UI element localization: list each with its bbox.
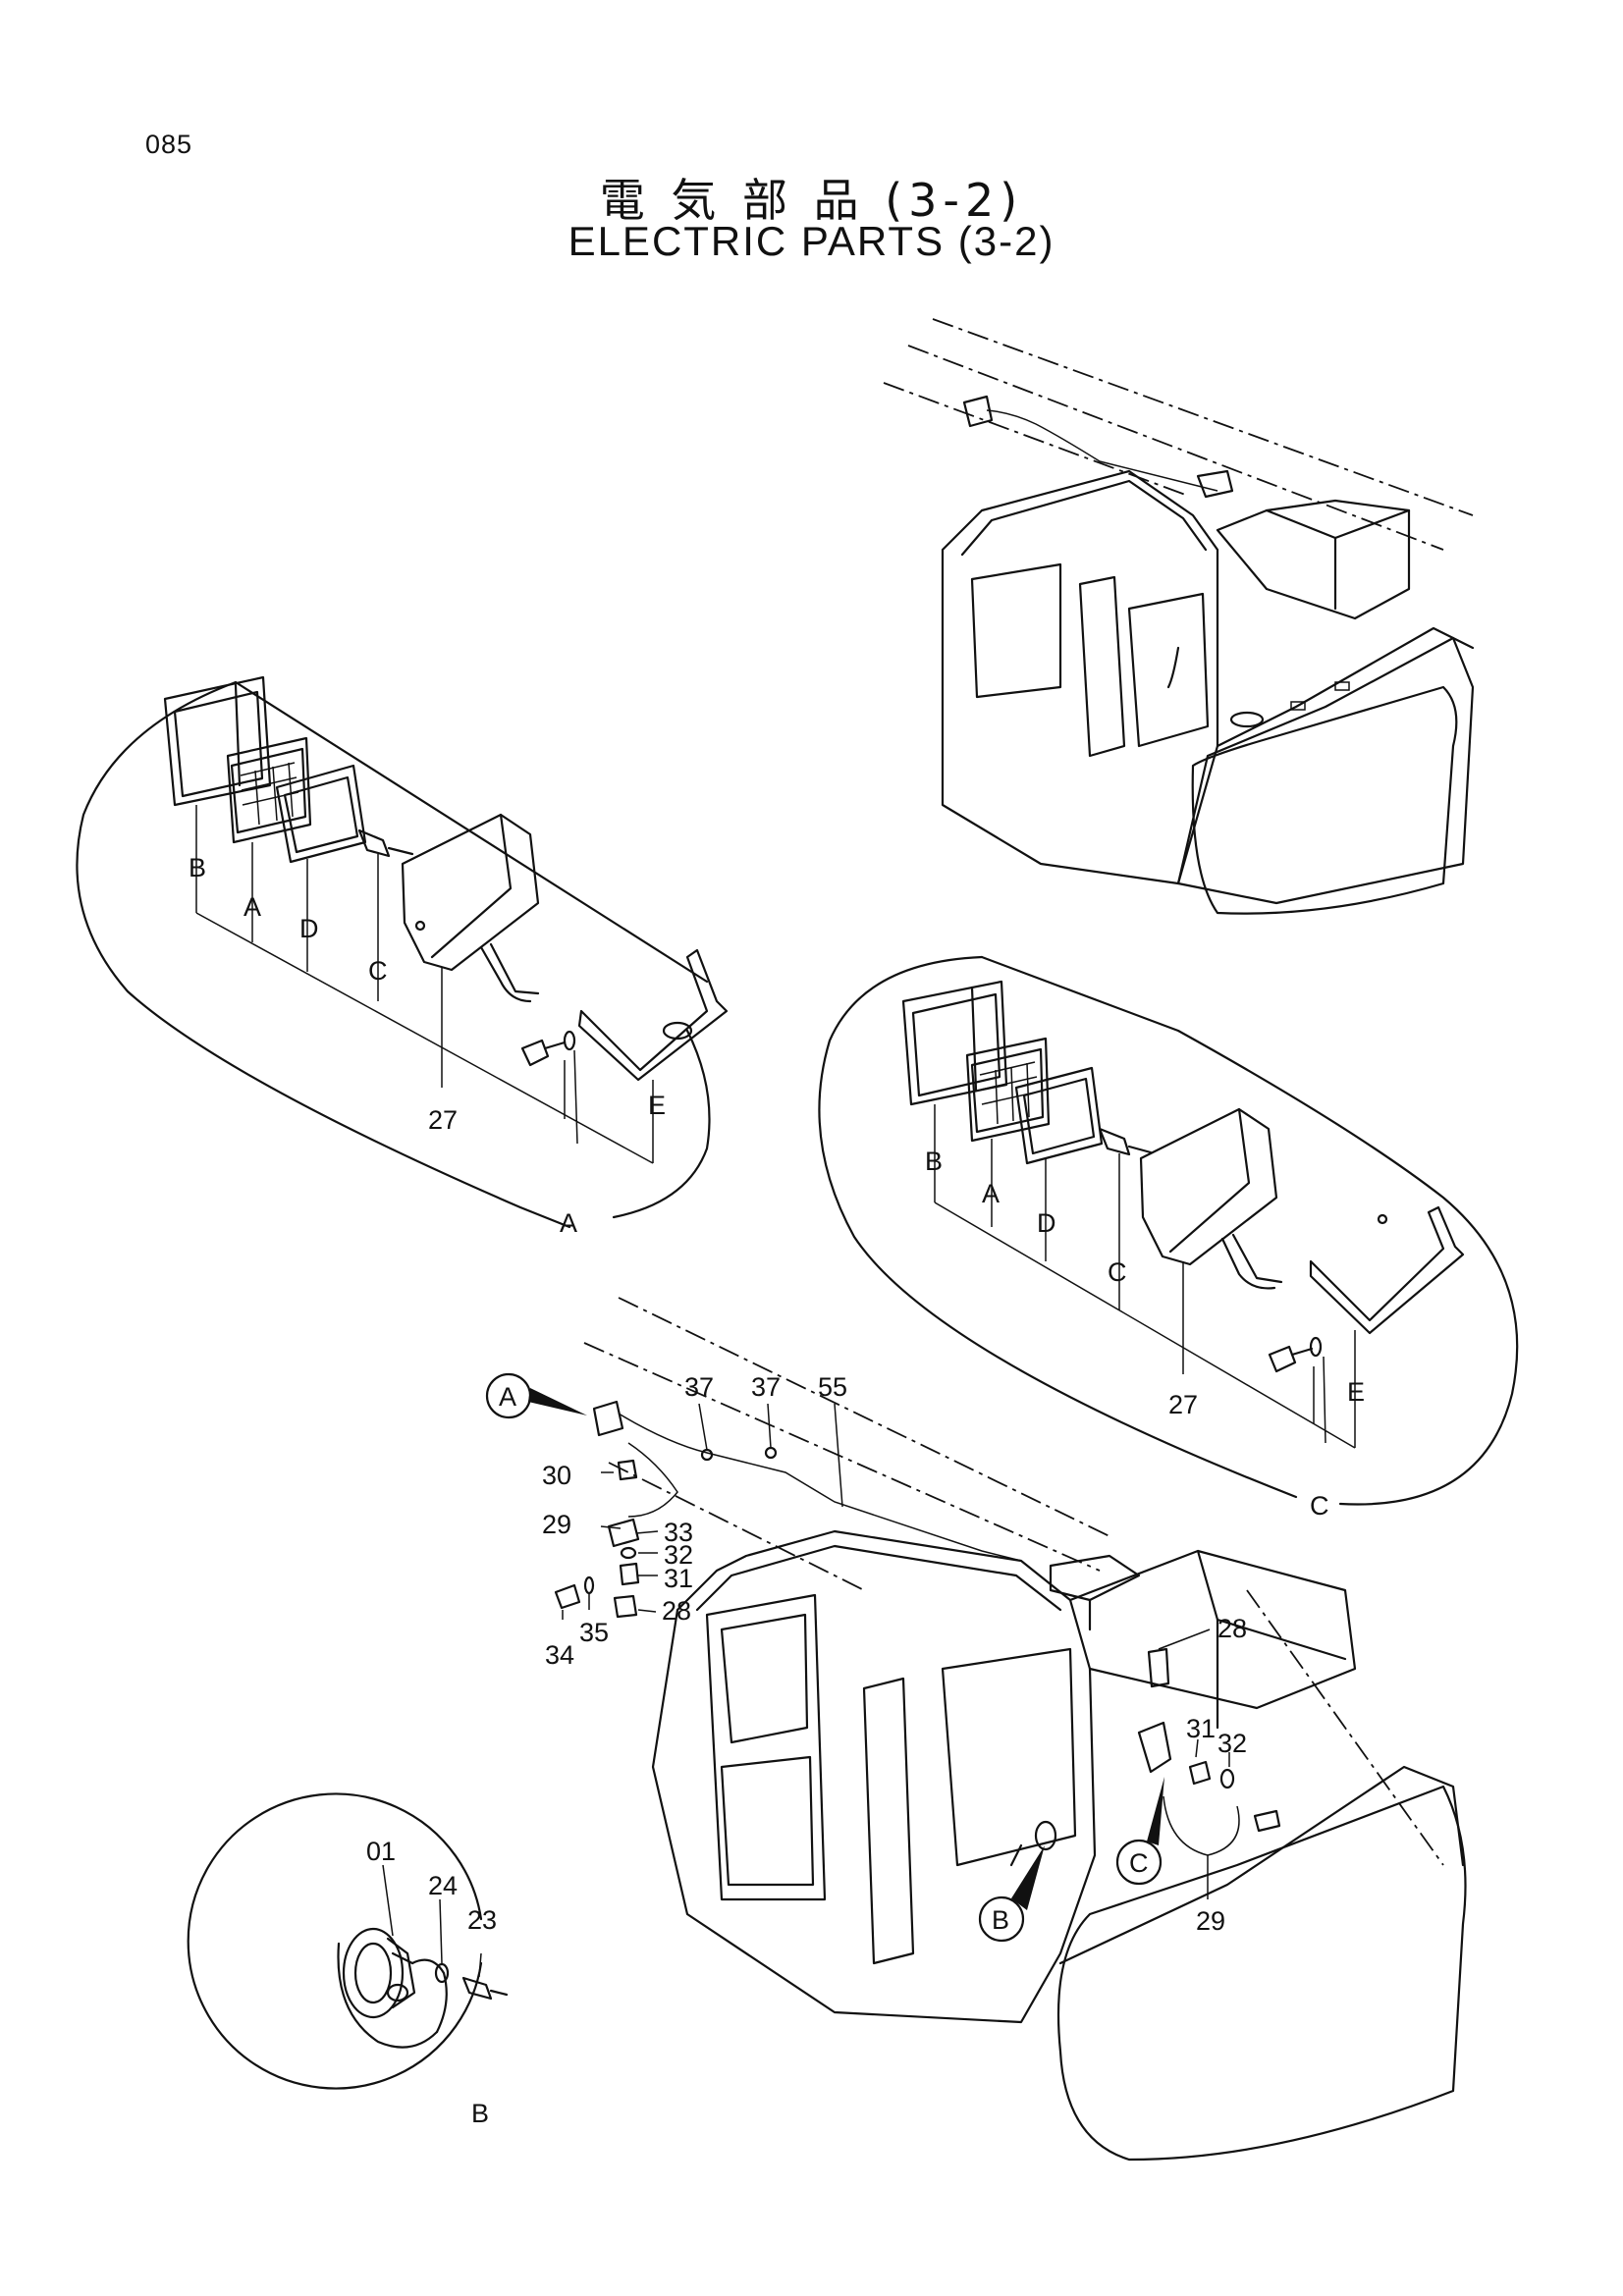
main-part-37b: 37 xyxy=(751,1372,781,1402)
main-part-29: 29 xyxy=(542,1510,571,1539)
detail-b-callout: B xyxy=(471,2099,489,2128)
main-part-31: 31 xyxy=(664,1564,693,1593)
detail-view-a: B A D C E 27 A xyxy=(76,675,729,1238)
detail-c-label-d: D xyxy=(1037,1208,1056,1238)
detail-b-part-01: 01 xyxy=(366,1837,396,1866)
marker-a: A xyxy=(485,1372,587,1419)
svg-text:B: B xyxy=(992,1905,1009,1935)
detail-a-label-d: D xyxy=(299,914,319,943)
detail-a-part-27: 27 xyxy=(428,1105,458,1135)
main-part-31b: 31 xyxy=(1186,1714,1216,1743)
main-part-28: 28 xyxy=(662,1596,691,1626)
detail-a-label-b: B xyxy=(189,853,206,882)
page-number: 085 xyxy=(145,130,193,159)
detail-c-part-27: 27 xyxy=(1168,1390,1198,1419)
detail-a-label-e: E xyxy=(648,1091,666,1120)
overview-excavator-top xyxy=(883,318,1475,915)
detail-c-label-a: A xyxy=(982,1179,1000,1208)
marker-c: C xyxy=(1115,1777,1164,1886)
title-japanese: 電 気 部 品 (3-2) xyxy=(599,174,1024,227)
detail-a-callout: A xyxy=(560,1208,577,1238)
main-part-34: 34 xyxy=(545,1640,574,1670)
main-part-32: 32 xyxy=(664,1540,693,1570)
main-part-29b: 29 xyxy=(1196,1906,1225,1936)
marker-b: B xyxy=(978,1845,1045,1943)
main-part-33: 33 xyxy=(664,1518,693,1547)
detail-b-part-23: 23 xyxy=(467,1905,497,1935)
main-part-37a: 37 xyxy=(684,1372,714,1402)
detail-c-label-c: C xyxy=(1108,1257,1127,1287)
main-part-30: 30 xyxy=(542,1461,571,1490)
detail-c-callout: C xyxy=(1310,1491,1329,1521)
detail-a-label-a: A xyxy=(243,892,261,922)
main-part-55: 55 xyxy=(818,1372,847,1402)
detail-c-label-b: B xyxy=(925,1147,943,1176)
detail-c-label-e: E xyxy=(1347,1377,1365,1407)
detail-view-b: 01 24 23 B xyxy=(187,1792,509,2128)
title-english: ELECTRIC PARTS (3-2) xyxy=(568,218,1055,264)
main-part-35: 35 xyxy=(579,1618,609,1647)
main-excavator-view: 37 37 55 30 29 33 32 31 28 34 35 28 31 3… xyxy=(542,1297,1467,2162)
detail-b-part-24: 24 xyxy=(428,1871,458,1900)
main-part-32b: 32 xyxy=(1217,1729,1247,1758)
svg-text:A: A xyxy=(499,1382,516,1412)
svg-text:C: C xyxy=(1129,1848,1149,1878)
main-part-28b: 28 xyxy=(1217,1614,1247,1643)
detail-a-label-c: C xyxy=(368,956,388,986)
detail-view-c: B A D C E 27 C xyxy=(818,955,1519,1521)
